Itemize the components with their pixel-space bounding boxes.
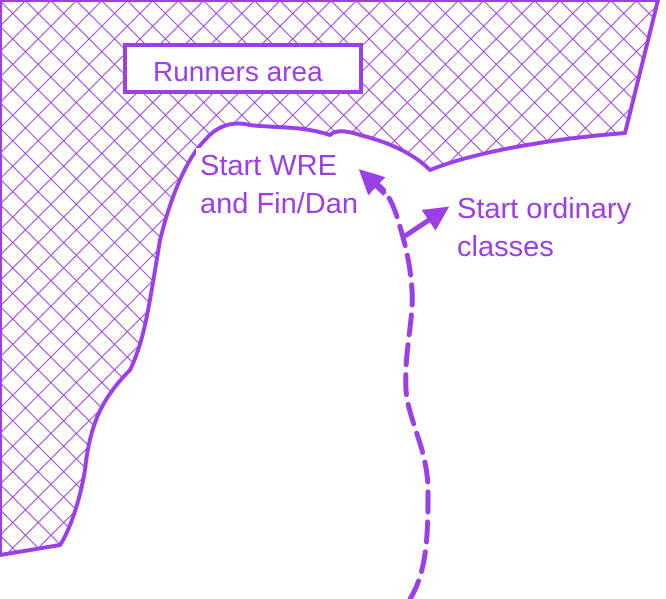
- arrow-start-ordinary: [403, 206, 450, 239]
- runners-area-label-box: [123, 43, 363, 94]
- dashed-route: [375, 182, 431, 599]
- runners-area-hatch: [0, 0, 660, 557]
- start-ordinary-label-line1: Start ordinary: [457, 193, 632, 225]
- start-ordinary-label-line2: classes: [457, 231, 554, 263]
- start-wre-label-backdrop: [196, 148, 386, 226]
- arrow-start-wre: [358, 169, 387, 196]
- start-wre-label-line2: and Fin/Dan: [200, 188, 358, 220]
- start-wre-label-line1: Start WRE: [200, 150, 337, 182]
- runners-area-label: Runners area: [153, 56, 323, 87]
